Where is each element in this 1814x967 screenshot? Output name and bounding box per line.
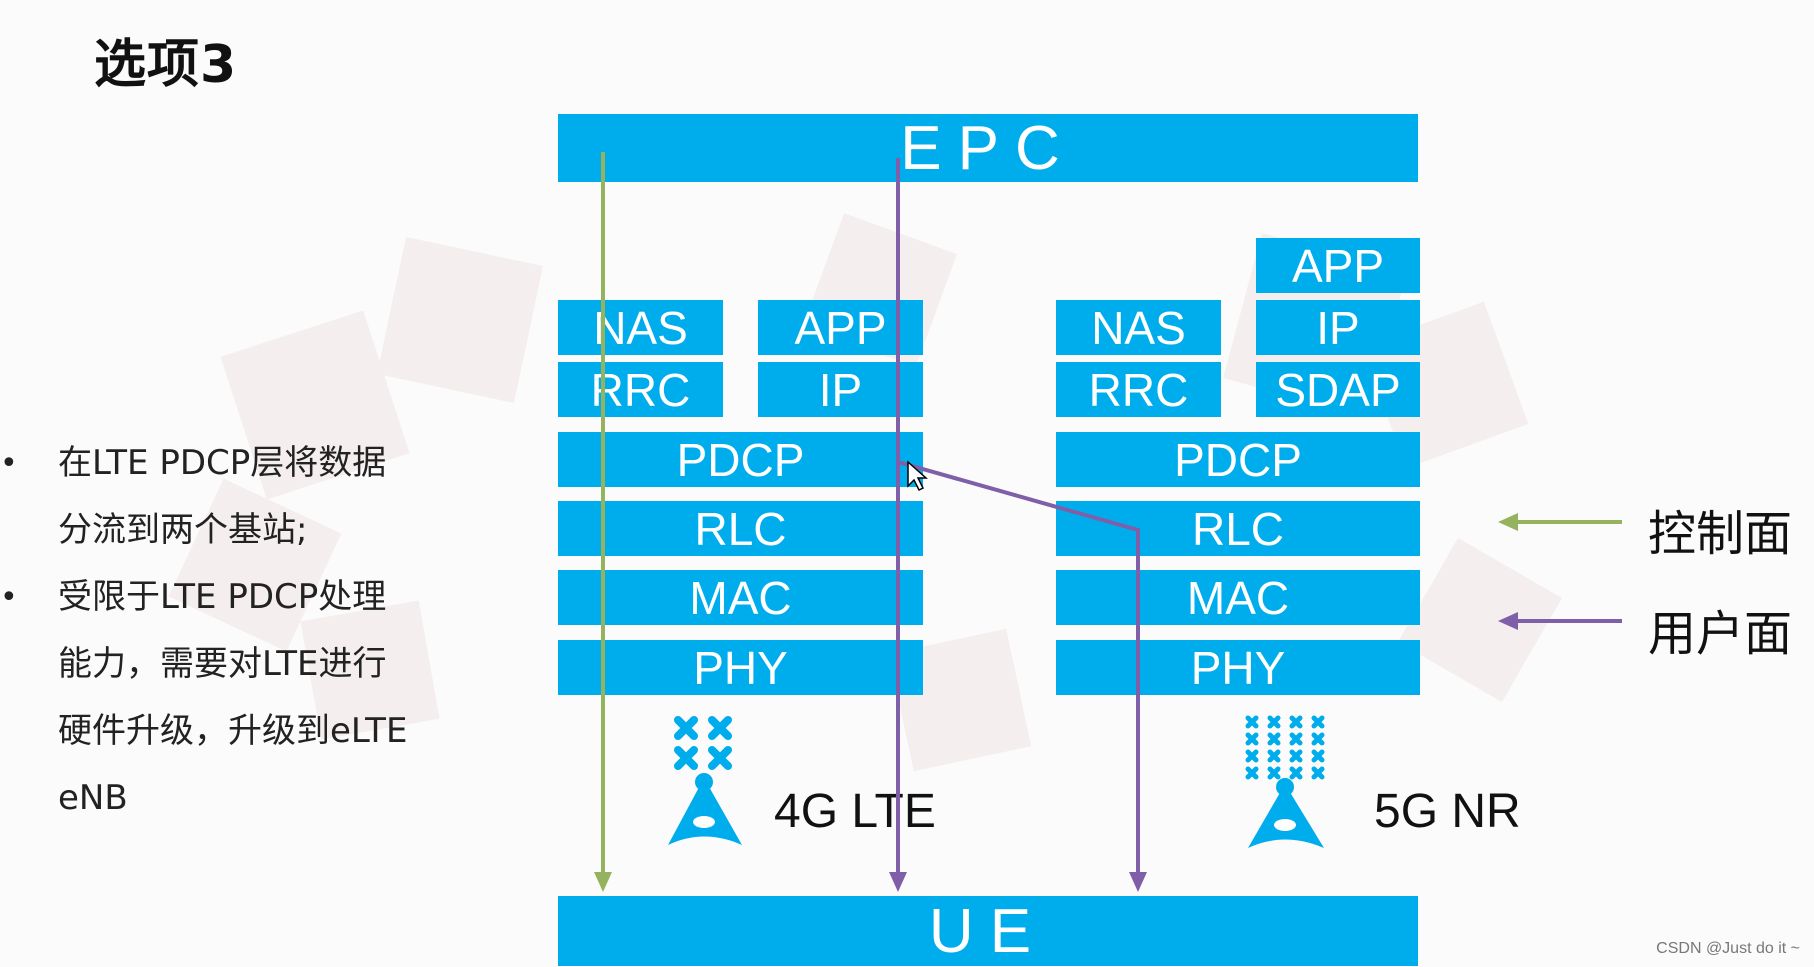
- nr-nas-box: NAS: [1056, 300, 1221, 355]
- nr-rrc-box: RRC: [1056, 362, 1221, 417]
- bullet-line: 分流到两个基站;: [58, 510, 308, 550]
- epc-label: EPC: [900, 113, 1076, 183]
- bullet-list: • 在LTE PDCP层将数据 分流到两个基站; • 受限于LTE PDCP处理…: [0, 430, 460, 832]
- nr-base-station-icon: [1245, 715, 1325, 848]
- lte-nas-box: NAS: [558, 300, 723, 355]
- watermark-text: CSDN @Just do it ~: [1656, 940, 1800, 957]
- lte-base-station-icon: [668, 716, 742, 845]
- ue-bar: UE: [558, 896, 1418, 966]
- epc-bar: EPC: [558, 113, 1418, 183]
- legend-user-plane-label: 用户面: [1648, 606, 1793, 662]
- nr-ip-box: IP: [1256, 300, 1420, 355]
- nr-station-label: 5G NR: [1374, 785, 1521, 838]
- lte-phy-box: PHY: [558, 640, 923, 695]
- nr-rlc-box: RLC: [1056, 501, 1420, 556]
- bullet-item: • 在LTE PDCP层将数据 分流到两个基站;: [0, 430, 460, 564]
- bullet-item: • 受限于LTE PDCP处理 能力，需要对LTE进行 硬件升级，升级到eLTE…: [0, 564, 460, 832]
- legend-control-plane-label: 控制面: [1648, 506, 1793, 562]
- nr-mac-box: MAC: [1056, 570, 1420, 625]
- bullet-line: 能力，需要对LTE进行: [58, 644, 387, 684]
- lte-station-label: 4G LTE: [774, 785, 936, 838]
- nr-pdcp-box: PDCP: [1056, 432, 1420, 487]
- ue-label: UE: [928, 896, 1048, 966]
- mouse-cursor-icon: [907, 460, 928, 492]
- bullet-dot: •: [0, 580, 18, 615]
- bullet-line: 受限于LTE PDCP处理: [58, 577, 387, 617]
- bullet-line: eNB: [58, 778, 128, 818]
- bullet-dot: •: [0, 446, 18, 481]
- bullet-line: 硬件升级，升级到eLTE: [58, 711, 408, 751]
- lte-pdcp-box: PDCP: [558, 432, 923, 487]
- bullet-line: 在LTE PDCP层将数据: [58, 443, 387, 483]
- nr-phy-box: PHY: [1056, 640, 1420, 695]
- slide-title: 选项3: [94, 35, 238, 95]
- nr-app-box: APP: [1256, 238, 1420, 293]
- lte-rrc-box: RRC: [558, 362, 723, 417]
- lte-ip-box: IP: [758, 362, 923, 417]
- lte-app-box: APP: [758, 300, 923, 355]
- nr-sdap-box: SDAP: [1256, 362, 1420, 417]
- lte-mac-box: MAC: [558, 570, 923, 625]
- lte-rlc-box: RLC: [558, 501, 923, 556]
